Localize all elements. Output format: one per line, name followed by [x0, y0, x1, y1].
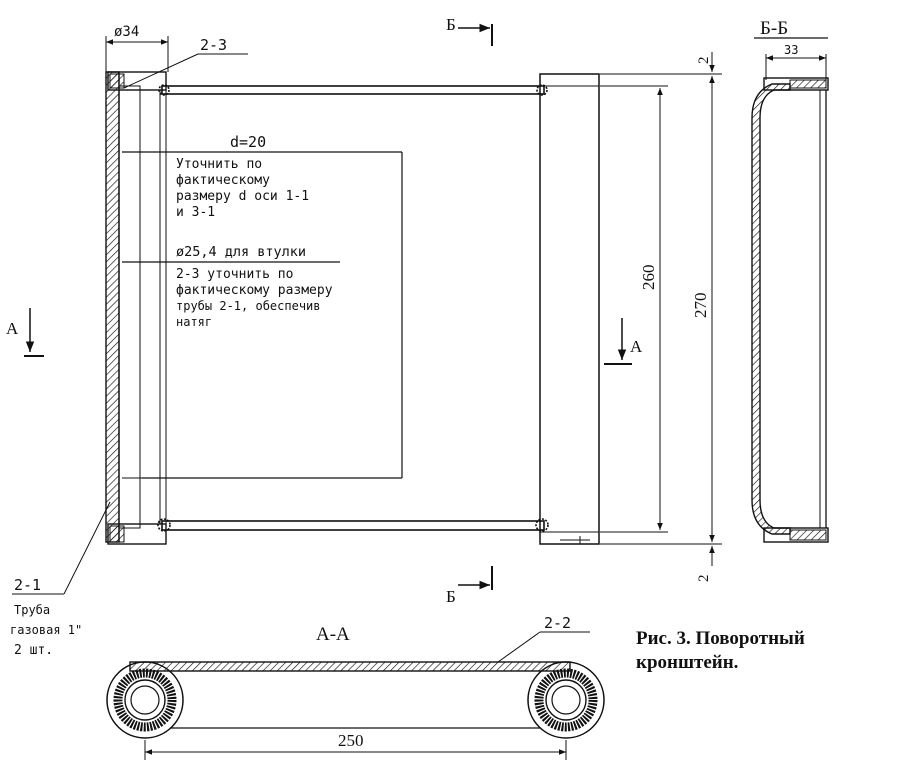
aa-left-tube-inner: [124, 679, 166, 721]
pipe-line2: газовая 1": [10, 623, 82, 637]
section-b-bottom-label: Б: [446, 587, 456, 606]
note1-line4: и 3-1: [176, 205, 215, 220]
d-label: d=20: [230, 133, 266, 151]
dim-2-bottom-text: 2: [696, 575, 712, 583]
aa-right-tube-bore: [551, 685, 581, 715]
section-a-right-label: А: [630, 337, 643, 356]
bb-plate: [751, 83, 791, 535]
part-2-1-label: 2-1: [14, 576, 41, 594]
section-b-bottom: Б: [446, 566, 493, 606]
bb-bottom-hatch: [789, 529, 827, 541]
dim-2-top-text: 2: [696, 57, 712, 65]
bottom-collar-hatch: [109, 525, 125, 543]
top-collar-hatch: [109, 73, 125, 89]
left-pipe-wall: [105, 71, 120, 543]
weld-top-right: [536, 84, 548, 96]
section-a-left: А: [6, 308, 44, 357]
note2-line4: натяг: [176, 315, 212, 329]
dim-tube-dia: ø34: [105, 24, 169, 72]
dim-vertical: 260 270 2 2: [600, 52, 722, 582]
bottom-collar: [107, 523, 167, 545]
caption-line1: Рис. 3. Поворотный: [636, 628, 805, 649]
note1-line3: размеру d оси 1-1: [176, 189, 309, 204]
aa-left-tube-bore: [130, 685, 160, 715]
aa-plate: [129, 661, 571, 672]
aa-right-tube-outer: [527, 661, 605, 739]
top-plate: [161, 85, 545, 95]
bb-top-hatch: [789, 79, 827, 89]
caption-line2: кронштейн.: [636, 652, 738, 673]
dim-250-text: 250: [338, 731, 364, 750]
dim-33-text: 33: [784, 43, 798, 57]
part-2-3-label: 2-3: [200, 36, 227, 54]
note1-line2: фактическому: [176, 173, 270, 188]
dim-tube-dia-text: ø34: [114, 24, 139, 40]
right-pipe: [539, 73, 600, 545]
section-bb-title: Б-Б: [760, 18, 788, 39]
part-2-2-label: 2-2: [544, 614, 571, 632]
bb-top-flange: [763, 77, 829, 91]
weld-bottom-left: [157, 518, 171, 532]
section-a-right: А: [604, 318, 643, 365]
aa-left-tube-wall: [113, 668, 177, 732]
figure-caption: Рис. 3. Поворотный кронштейн.: [636, 628, 805, 673]
dim-270-text: 270: [691, 293, 710, 319]
bb-bottom-flange: [763, 527, 829, 543]
aa-right-tube-wall: [534, 668, 598, 732]
section-aa-view: А-А 2-2 250: [106, 614, 605, 760]
notes-box: d=20 Уточнить по фактическому размеру d …: [122, 133, 403, 479]
note1-line1: Уточнить по: [176, 157, 262, 172]
note2-line3: трубы 2-1, обеспечив: [176, 299, 321, 313]
main-view: [105, 71, 600, 545]
aa-left-tube-outer: [106, 661, 184, 739]
pipe-line3: 2 шт.: [14, 643, 53, 658]
note2-line1: 2-3 уточнить по: [176, 267, 293, 282]
section-b-top: Б: [446, 15, 493, 46]
dim-260-text: 260: [639, 265, 658, 291]
part-2-1-callout: 2-1 Труба газовая 1" 2 шт.: [10, 501, 111, 658]
section-a-left-label: А: [6, 319, 19, 338]
pipe-line1: Труба: [14, 603, 50, 617]
bottom-plate: [161, 520, 545, 531]
weld-bottom-right: [535, 518, 549, 532]
section-aa-title: А-А: [316, 624, 350, 645]
note2-line2: фактическому размеру: [176, 283, 333, 298]
top-collar: [107, 71, 167, 91]
weld-top-left: [158, 84, 170, 96]
section-bb-view: Б-Б 33: [751, 18, 829, 543]
note2-head: ø25,4 для втулки: [176, 244, 306, 260]
section-b-top-label: Б: [446, 15, 456, 34]
part-2-3-callout: 2-3: [123, 36, 248, 89]
aa-right-tube-inner: [545, 679, 587, 721]
